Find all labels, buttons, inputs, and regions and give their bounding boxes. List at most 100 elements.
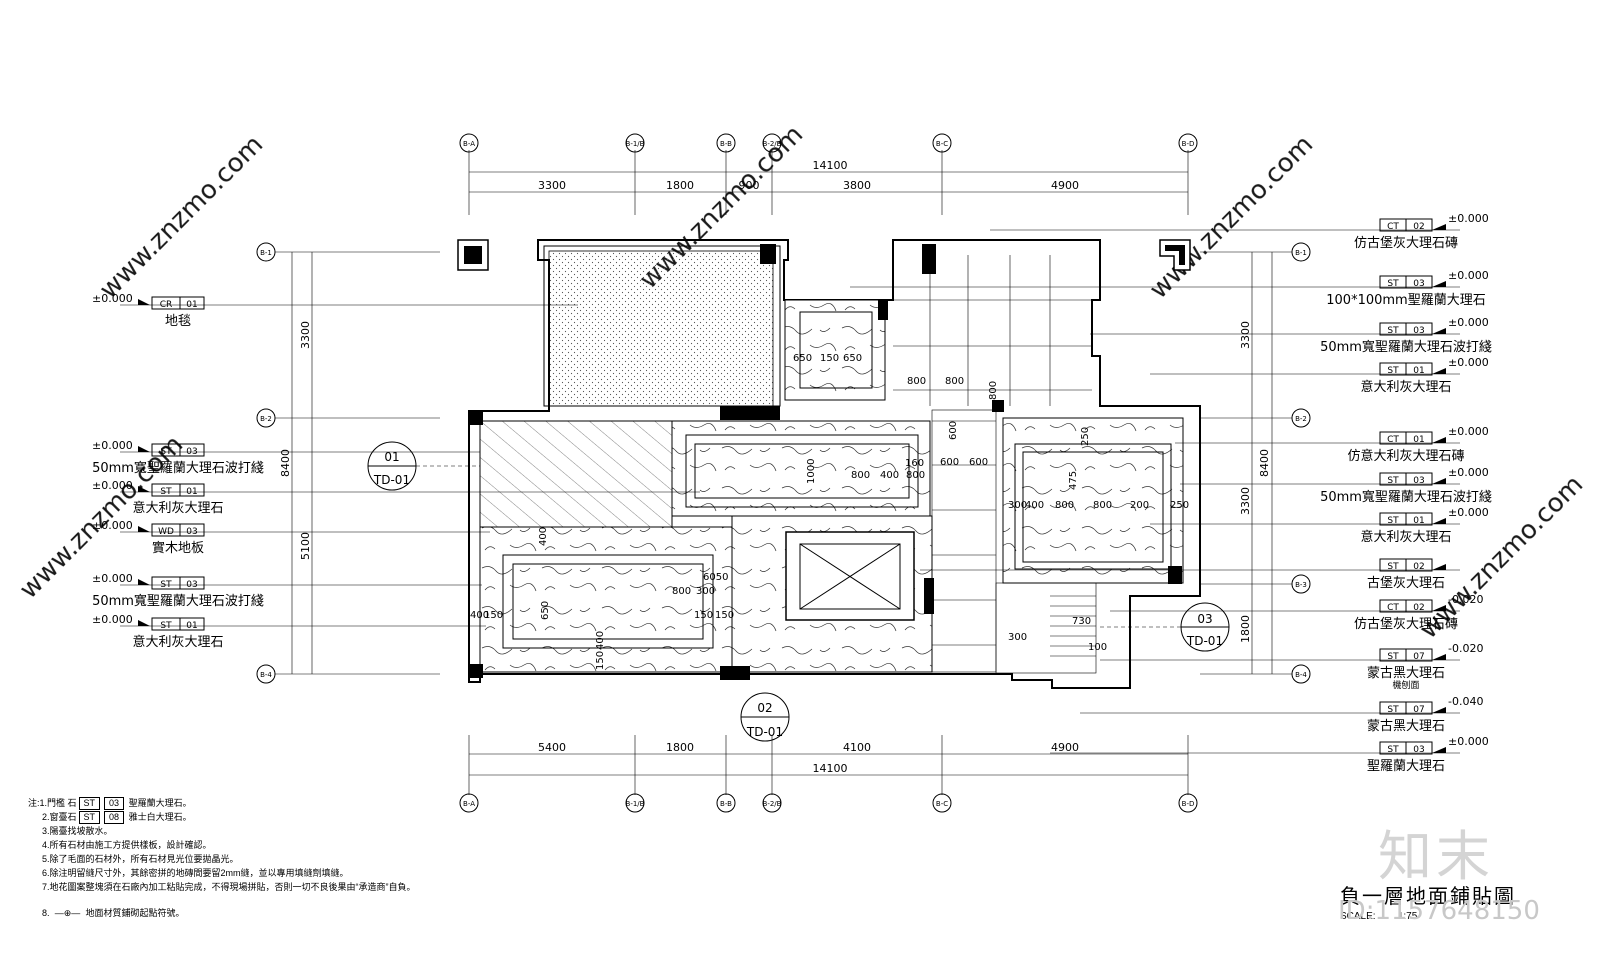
material-name: 100*100mm聖羅蘭大理石 (1326, 292, 1485, 308)
plan-dim: 400 (880, 470, 899, 481)
grid-bubble (1291, 242, 1311, 262)
watermark-text: www.znzmo.com (1144, 130, 1319, 305)
material-code: WD (158, 527, 174, 537)
svg-text:03: 03 (1197, 612, 1212, 626)
material-num: 01 (186, 487, 197, 497)
svg-text:TD-01: TD-01 (373, 473, 410, 487)
plan-dim: 800 (1055, 500, 1074, 511)
material-code: ST (1387, 745, 1399, 755)
material-name: 意大利灰大理石 (132, 634, 223, 650)
plan-dim: 150 (694, 610, 713, 621)
material-num: 02 (1413, 562, 1424, 572)
plan-dim: 300 (1008, 632, 1027, 643)
scale-line: SCALE: 1:75 (1340, 911, 1580, 922)
svg-text:TD-01: TD-01 (746, 725, 783, 739)
plan-dim: 400 (470, 610, 489, 621)
material-code: ST (1387, 516, 1399, 526)
plan-dim: 800 (672, 586, 691, 597)
grid-bubble (932, 793, 952, 813)
material-name: 仿古堡灰大理石磚 (1354, 616, 1458, 632)
column (464, 246, 482, 264)
grid-label: B-2 (260, 415, 272, 423)
dim-total: 8400 (279, 449, 292, 477)
plan-dim: 800 (945, 376, 964, 387)
dim-segment: 4900 (1051, 179, 1079, 192)
title-block: 負一層地面鋪貼圖 SCALE: 1:75 (1340, 880, 1580, 922)
grid-label: B-1 (260, 249, 272, 257)
material-num: 07 (1413, 705, 1424, 715)
grid-axis-right: B-1 B-2 B-3 B-4 8400 3300 3300 1800 (1200, 242, 1311, 684)
material-name: 50mm寬聖羅蘭大理石波打綫 (92, 593, 264, 609)
material-name: 聖羅蘭大理石 (1367, 758, 1445, 774)
material-code: ST (160, 621, 172, 631)
grid-label: B-A (463, 800, 475, 808)
plan-dim: 200 (1130, 500, 1149, 511)
grid-axis-bottom: B-A B-1/B B-B B-2/B B-C B-D 5400 1800 41… (459, 735, 1198, 813)
scale-label: SCALE: (1340, 911, 1376, 922)
material-name: 仿古堡灰大理石磚 (1354, 235, 1458, 251)
watermark-id: ID:1157648150 (1338, 896, 1540, 926)
elevation: ±0.000 (1448, 316, 1489, 329)
grid-bubble (1291, 664, 1311, 684)
grid-axis-top: B-A B-1/B B-B B-2/B B-C B-D (459, 133, 1198, 215)
material-code: CT (1387, 603, 1399, 613)
material-code: CT (1387, 222, 1399, 232)
material-num: 03 (1413, 476, 1424, 486)
material-tag-num: 08 (104, 811, 125, 824)
grid-label: B-B (720, 800, 732, 808)
plan-dimensions: 800 800 800 600 600 600 800 400 160 800 … (470, 353, 1189, 670)
material-name: 意大利灰大理石 (132, 500, 223, 516)
elevation: ±0.000 (1448, 506, 1489, 519)
grid-bubble (256, 408, 276, 428)
dim-total: 14100 (813, 762, 848, 775)
dim-total: 14100 (813, 159, 848, 172)
grid-bubble (1291, 574, 1311, 594)
material-num: 07 (1413, 652, 1424, 662)
grid-label: B-1/B (626, 800, 645, 808)
grid-bubble (1291, 408, 1311, 428)
plan-dim: 475 (1068, 471, 1079, 490)
plan-dim: 800 (1093, 500, 1112, 511)
plan-dim: 730 (1072, 616, 1091, 627)
note-number: 8. (42, 908, 50, 918)
dim-segment: 1800 (666, 179, 694, 192)
elevation: ±0.000 (1448, 356, 1489, 369)
material-name: 仿意大利灰大理石磚 (1347, 448, 1464, 464)
stairs (1050, 595, 1096, 657)
material-code: ST (160, 580, 172, 590)
grid-label: B-C (936, 140, 948, 148)
elevation: ±0.000 (1448, 735, 1489, 748)
material-num: 02 (1413, 222, 1424, 232)
elevation: -0.040 (1448, 695, 1483, 708)
grid-bubble (1178, 133, 1198, 153)
svg-text:02: 02 (757, 701, 772, 715)
note-line: 5.除了毛面的石材外，所有石材見光位要拋晶光。 (42, 854, 239, 864)
grid-bubble (256, 242, 276, 262)
material-code: ST (160, 487, 172, 497)
plan-dim: 800 (906, 470, 925, 481)
material-tag: ST (78, 811, 101, 824)
material-name: 蒙古黑大理石 (1367, 719, 1445, 734)
plan-dim: 800 (907, 376, 926, 387)
note-text: 2.窗臺石 (42, 812, 77, 822)
material-name: 蒙古黑大理石 (1367, 666, 1445, 681)
elevation: -0.020 (1448, 593, 1483, 606)
grid-bubble (762, 133, 782, 153)
plan-dim: 150 (484, 610, 503, 621)
grid-label: B-2 (1295, 415, 1307, 423)
plan-dim: 600 (969, 457, 988, 468)
floor-plan (457, 239, 1201, 689)
